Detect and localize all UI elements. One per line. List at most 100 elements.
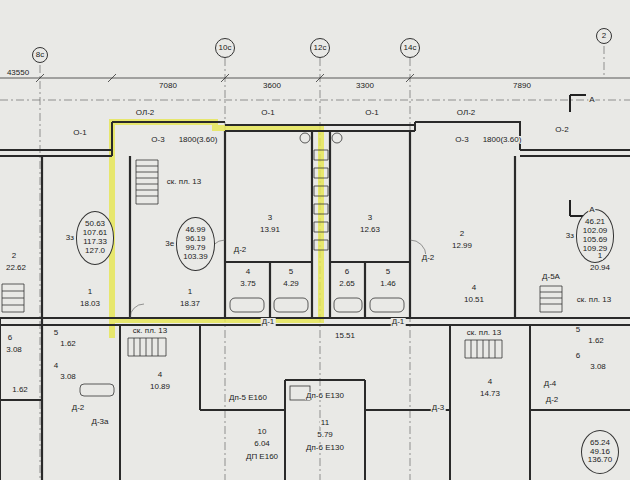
plan-label: ДП Е160 (245, 453, 279, 461)
plan-label: 5 (385, 268, 391, 276)
plan-label: 14.73 (479, 390, 501, 398)
plan-label: 7080 (158, 82, 178, 90)
plan-label: 5.79 (316, 431, 334, 439)
plan-label: ск. пл. 13 (166, 178, 202, 186)
plan-label: Д-4 (543, 380, 558, 388)
plan-label: О-3 (454, 136, 469, 144)
plan-label: 3.08 (59, 373, 77, 381)
plan-label: 22.62 (5, 264, 27, 272)
bathtub-symbol (274, 298, 308, 312)
plan-label: ОЛ-2 (135, 109, 156, 117)
plan-label: 2 (11, 252, 17, 260)
plan-label: 10.51 (463, 296, 485, 304)
plan-label: 1800(3.60) (482, 136, 523, 144)
area-values: 50.63 107.61 117.33 127.0 (76, 211, 114, 264)
axis-line (0, 100, 630, 101)
plan-label: 13.91 (259, 226, 281, 234)
plan-label: 1.46 (379, 280, 397, 288)
stair-symbol (540, 286, 562, 312)
plan-label: 1800(3.60) (178, 136, 219, 144)
plan-label: 43550 (6, 69, 30, 77)
plan-label: 1.62 (587, 337, 605, 345)
riser-symbol (300, 133, 310, 143)
plan-label: 20.94 (589, 264, 611, 272)
plan-label: Д-2 (233, 246, 248, 254)
plan-label: ОЛ-2 (456, 109, 477, 117)
plan-label: 1 (597, 252, 603, 260)
plan-label: 4.29 (282, 280, 300, 288)
plan-label: О-1 (72, 129, 87, 137)
area-values: 65.24 49.16 136.70 (581, 430, 619, 474)
plan-label: 4 (471, 284, 477, 292)
door-swing (130, 240, 426, 318)
plan-label: О-2 (554, 126, 569, 134)
plan-label: 4 (245, 268, 251, 276)
plan-label: Дп-5 Е160 (228, 394, 268, 402)
plan-label: О-3 (150, 136, 165, 144)
plan-label: 3.08 (5, 346, 23, 354)
bathtub-symbol (370, 298, 404, 312)
apartment-area: 3е46.99 96.19 99.79 103.39 (165, 217, 214, 270)
plan-label: Д-5А (541, 273, 561, 281)
axis-label: 12с (314, 44, 327, 53)
axis-label: 8с (36, 51, 44, 60)
plan-label: Д-2 (545, 396, 560, 404)
plan-label: Д-3 (431, 404, 446, 412)
plan-label: 4 (487, 378, 493, 386)
plan-label: 6 (344, 268, 350, 276)
apartment-number: 3з (66, 234, 74, 242)
plan-label: 6 (7, 334, 13, 342)
plan-label: 15.51 (334, 332, 356, 340)
plan-label: Дп-6 Е130 (305, 444, 345, 452)
plan-label: 3.75 (239, 280, 257, 288)
plan-label: 1 (87, 288, 93, 296)
plan-label: 3600 (262, 82, 282, 90)
plan-label: 1.62 (11, 386, 29, 394)
plan-label: ск. пл. 13 (466, 329, 502, 337)
axis-line (40, 46, 604, 480)
plan-label: 3 (367, 214, 373, 222)
plan-label: 12.99 (451, 242, 473, 250)
plan-label: Д-1 (391, 318, 406, 326)
axis-label: 2 (602, 32, 606, 41)
bathtub-symbol (334, 298, 362, 312)
apartment-area: 3з50.63 107.61 117.33 127.0 (66, 211, 115, 264)
axis-label: 14с (404, 44, 417, 53)
plan-label: 2.65 (338, 280, 356, 288)
plan-label: 5 (288, 268, 294, 276)
interior-wall (0, 318, 630, 480)
dimension-line (0, 74, 630, 82)
apartment-number: 3з (566, 232, 574, 240)
stair-symbol (128, 338, 166, 356)
axis-label: 10с (219, 44, 232, 53)
plan-label: 1 (187, 288, 193, 296)
plan-label: 6 (575, 352, 581, 360)
plan-label: ск. пл. 13 (576, 296, 612, 304)
plan-label: 1.62 (59, 340, 77, 348)
plan-label: 10.89 (149, 383, 171, 391)
plan-label: 6.04 (253, 440, 271, 448)
plan-label: 12.63 (359, 226, 381, 234)
plan-label: 5 (53, 329, 59, 337)
plan-label: 2 (459, 230, 465, 238)
apartment-highlight (112, 122, 321, 338)
exterior-wall (0, 122, 630, 156)
plan-label: 3300 (355, 82, 375, 90)
plan-label: Дп-6 Е130 (305, 392, 345, 400)
plan-label: 3.08 (589, 363, 607, 371)
plan-label: 4 (53, 362, 59, 370)
bathtub-symbol (230, 298, 264, 312)
riser-symbol (332, 133, 342, 143)
plan-label: 4 (157, 371, 163, 379)
plan-label: Д-2 (71, 404, 86, 412)
plan-label: Д-2 (421, 254, 436, 262)
ventilation-shaft (314, 150, 328, 250)
plan-label: 5 (575, 326, 581, 334)
plan-label: 7890 (512, 82, 532, 90)
plan-label: 10 (257, 428, 268, 436)
area-values: 46.21 102.09 105.69 109.29 (576, 209, 614, 262)
plan-label: О-1 (260, 109, 275, 117)
plan-label: О-1 (364, 109, 379, 117)
plan-label: 11 (320, 419, 330, 427)
